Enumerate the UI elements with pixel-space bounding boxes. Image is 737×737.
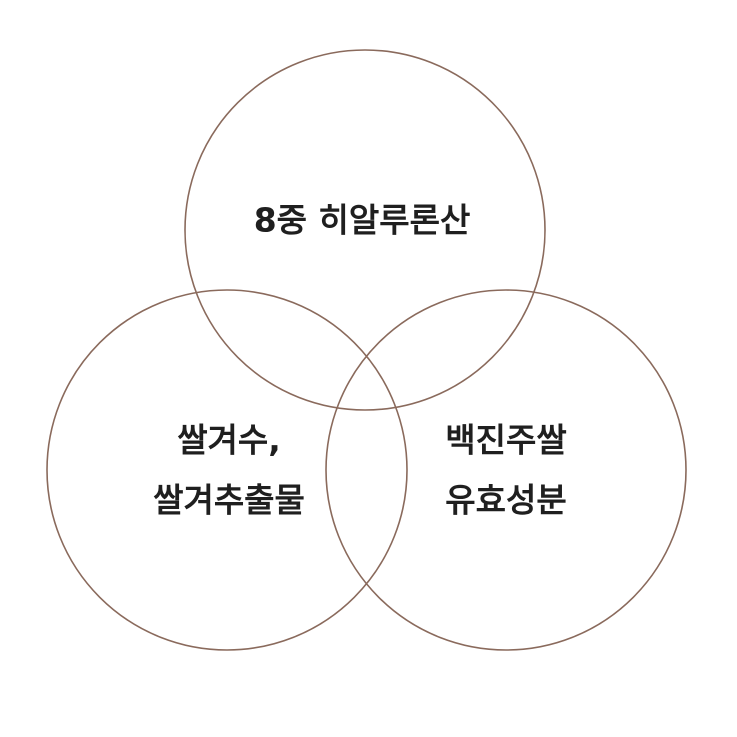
label-right-line-1: 백진주쌀	[445, 421, 566, 460]
label-right-line-2: 유효성분	[445, 481, 566, 520]
circle-right	[325, 289, 687, 651]
label-left-line-1: 쌀겨수,	[177, 421, 281, 460]
circle-top	[184, 49, 546, 411]
circle-left	[46, 289, 408, 651]
label-left-line-2: 쌀겨추출물	[153, 481, 305, 520]
label-top: 8중 히알루론산	[254, 201, 471, 240]
